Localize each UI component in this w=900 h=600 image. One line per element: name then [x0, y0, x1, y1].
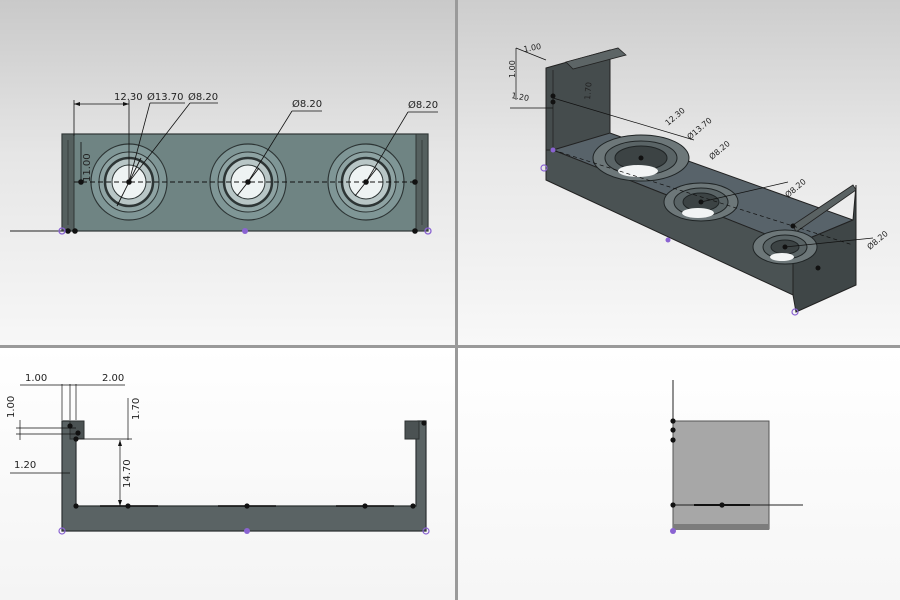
leader-hole3	[365, 111, 409, 183]
front-dim-gap[interactable]: 2.00	[102, 373, 124, 384]
iso-dim-i[interactable]: Ø8.20	[865, 228, 890, 251]
side-sketch-points[interactable]	[670, 418, 725, 534]
dim-cbore-label[interactable]: Ø13.70	[147, 91, 184, 103]
iso-dim-c[interactable]: 1.70	[583, 82, 594, 101]
front-dim-wall[interactable]: 1.20	[14, 460, 36, 471]
leader-hole2	[247, 110, 293, 183]
side-base-strip	[673, 524, 769, 530]
front-view-viewport[interactable]: 1.00 2.00 1.00 1.70 1.20 14.70	[0, 348, 455, 600]
front-dim-lip-h[interactable]: 1.00	[6, 396, 17, 418]
right-lip[interactable]	[404, 420, 420, 440]
leader-cbore	[128, 102, 151, 183]
iso-dim-h[interactable]: Ø8.20	[783, 176, 808, 199]
dim-hole1-label[interactable]: Ø8.20	[188, 91, 218, 103]
isometric-view-canvas: 1.00 1.00 1.70 1.20 12.30 Ø13.70 Ø8.20 Ø…	[508, 42, 890, 316]
dim-hole2-label[interactable]: Ø8.20	[292, 98, 322, 110]
iso-dim-g[interactable]: Ø8.20	[707, 138, 732, 161]
u-channel-profile[interactable]	[61, 420, 427, 532]
iso-dim-e[interactable]: 12.30	[664, 106, 687, 128]
iso-sketch-points[interactable]	[540, 93, 821, 316]
viewport-divider-vertical[interactable]	[455, 0, 458, 600]
top-view-canvas: 12.30 Ø13.70 Ø8.20 Ø8.20 Ø8.20 11.00	[10, 91, 438, 235]
leader-hole1	[128, 102, 191, 183]
dim-hole3-label[interactable]: Ø8.20	[408, 99, 438, 111]
front-dim-step[interactable]: 1.70	[131, 398, 142, 420]
iso-dim-d[interactable]: 1.20	[511, 91, 530, 103]
iso-center-line	[552, 149, 854, 246]
iso-dim-a[interactable]: 1.00	[523, 42, 542, 54]
side-profile[interactable]	[672, 420, 770, 530]
dim-height-label[interactable]: 11.00	[82, 153, 93, 182]
iso-right-wall[interactable]	[792, 184, 857, 313]
left-lip[interactable]	[69, 420, 85, 440]
iso-dim-b[interactable]: 1.00	[508, 60, 517, 78]
iso-left-lip	[565, 47, 627, 70]
sketch-points[interactable]	[58, 179, 432, 235]
isometric-view-viewport[interactable]: 1.00 1.00 1.70 1.20 12.30 Ø13.70 Ø8.20 Ø…	[458, 0, 900, 345]
side-view-viewport[interactable]	[458, 348, 900, 600]
iso-dim-f[interactable]: Ø13.70	[685, 115, 714, 141]
top-view-viewport[interactable]: 12.30 Ø13.70 Ø8.20 Ø8.20 Ø8.20 11.00	[0, 0, 455, 345]
front-dim-depth[interactable]: 14.70	[122, 459, 133, 488]
side-view-canvas	[670, 380, 803, 534]
dim-offset-label[interactable]: 12.30	[114, 92, 143, 103]
viewport-divider-horizontal[interactable]	[0, 345, 900, 348]
front-sketch-points[interactable]	[58, 420, 430, 535]
front-view-canvas: 1.00 2.00 1.00 1.70 1.20 14.70	[6, 373, 430, 535]
front-dim-lip-w[interactable]: 1.00	[25, 373, 47, 384]
